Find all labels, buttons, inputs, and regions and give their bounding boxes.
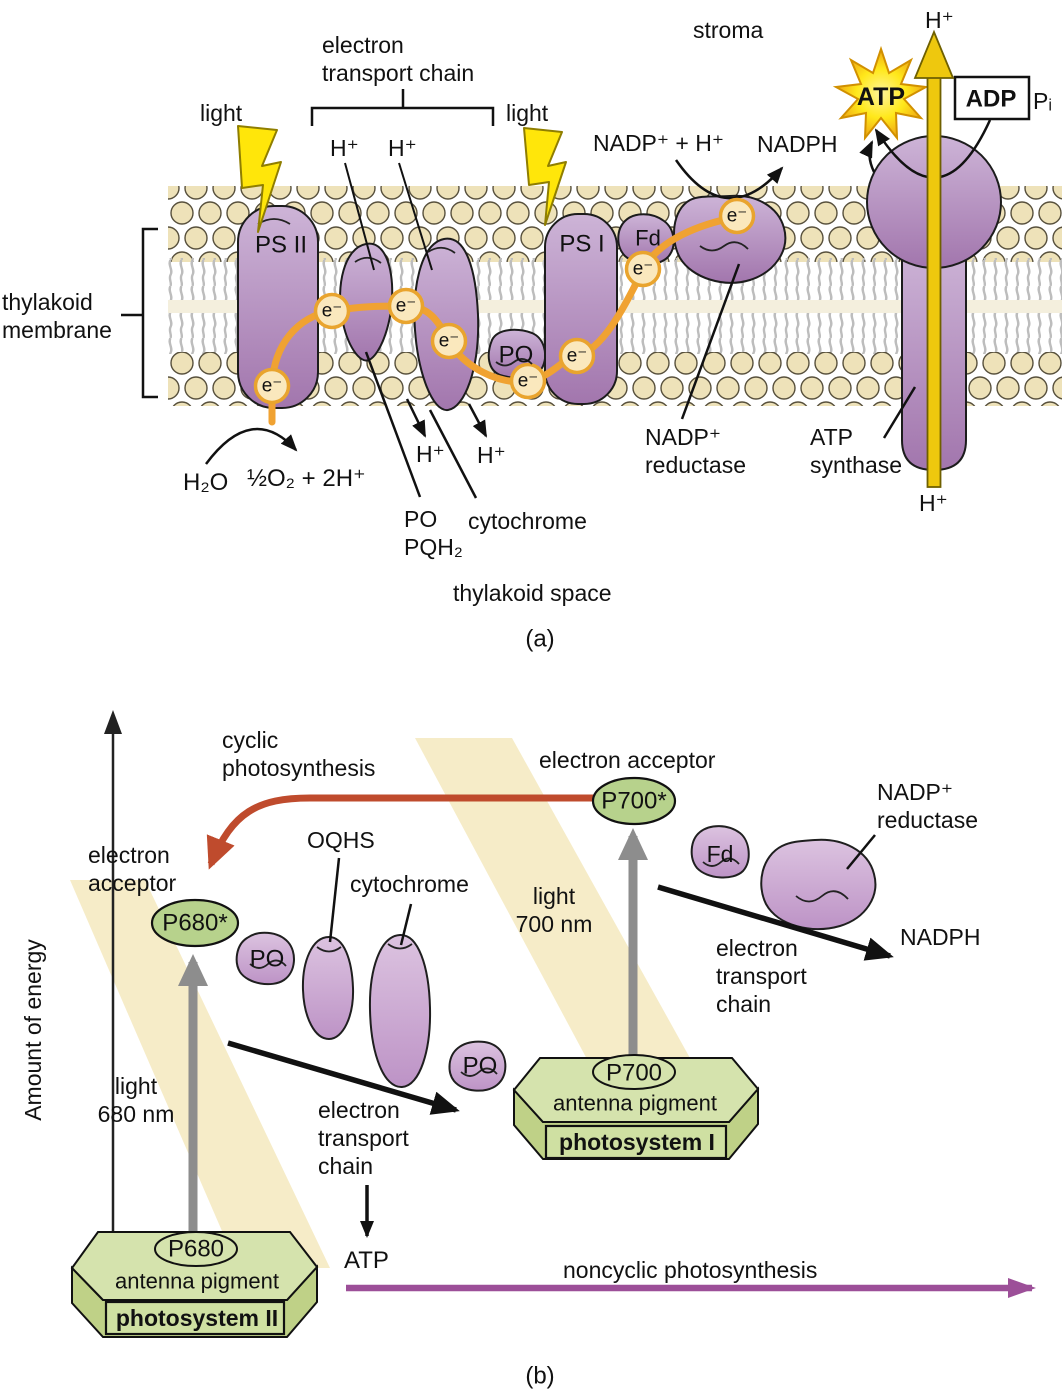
label-atp-synthase: ATP synthase [810,424,903,479]
lightning-bolt-left [237,125,282,233]
caption-b: (b) [525,1362,555,1390]
electron-7: e⁻ [632,258,654,280]
label-oqhs: OQHS [307,827,375,853]
proton-arrow-1 [405,398,427,438]
label-hplus-4: H⁺ [477,442,506,468]
label-p680-star: P680* [162,909,228,937]
caption-a: (a) [525,625,555,653]
label-atp-star: ATP [856,82,906,111]
label-nadp-reductase-a: NADP⁺ reductase [645,424,747,479]
nadph-arrow [674,159,784,200]
label-thylakoid-membrane: thylakoid membrane [2,289,112,344]
photosystem-2-prism [70,1231,319,1338]
lightning-bolt-right [523,127,567,226]
label-atp-b: ATP [344,1247,389,1274]
atp-starburst [832,45,930,142]
photosystem-1-prism [512,1054,760,1160]
hplus-pointer-1 [344,162,375,271]
etc-arrow-left [227,1040,460,1115]
label-antenna-pigment-2: antenna pigment [115,1268,279,1294]
label-stroma: stroma [693,17,764,43]
carrier-cytochrome [368,933,432,1089]
electron-path [253,197,756,426]
label-light-700: light 700 nm [515,882,593,937]
label-oxygen: ½O₂ + 2H⁺ [247,465,366,492]
label-etc-bracket: electron transport chain [322,32,475,87]
carrier-po-2 [448,1040,507,1092]
label-photosystem-2: photosystem II [115,1304,279,1331]
node-p680-star [150,898,240,948]
label-po-pqh2: PO PQH₂ [404,506,463,561]
label-nadph-b: NADPH [900,924,981,950]
label-fd-a: Fd [635,225,661,251]
electron-4: e⁻ [438,330,460,352]
label-cyclic: cyclic photosynthesis [222,727,376,782]
label-po-a: PO [498,341,534,369]
label-p700: P700 [605,1059,663,1087]
label-ps1: PS I [559,230,605,258]
label-hplus-stroma: H⁺ [925,7,954,33]
label-electron-acceptor-left: electron acceptor [88,842,177,897]
etc-bracket [310,89,495,126]
label-pi: Pᵢ [1033,88,1052,114]
proton-channel-arrow [913,29,955,488]
reductase-b-pointer [846,834,876,870]
cytochrome-b-pointer [399,903,413,946]
adp-box [953,75,1031,121]
label-p680: P680 [167,1235,225,1263]
label-nadp-plus-h: NADP⁺ + H⁺ [593,130,725,156]
electron-1: e⁻ [261,375,283,397]
label-photosystem-1: photosystem I [559,1128,715,1155]
label-noncyclic: noncyclic photosynthesis [563,1257,818,1283]
nadp-reductase-pointer [680,263,741,420]
cyclic-arrow [206,794,594,870]
label-etc-left: electron transport chain [318,1097,409,1180]
oqhs-pointer [328,857,341,943]
label-hplus-bottom: H⁺ [919,490,948,516]
carrier-nadp-reductase [760,838,877,930]
hplus-pointer-2 [398,162,433,271]
proton-arrow-2 [467,403,488,438]
label-po-b1: PO [249,945,285,973]
label-po-b2: PO [462,1052,498,1080]
thylakoid-membrane-bracket [121,227,158,399]
electron-6: e⁻ [566,345,588,367]
po-pqh2-pointer [364,351,422,498]
label-water: H₂O [183,469,229,496]
label-electron-acceptor-right: electron acceptor [539,747,716,773]
protein-nadp-reductase [673,194,787,284]
etc-arrow-right [657,884,894,961]
electron-8: e⁻ [726,205,748,227]
label-hplus-2: H⁺ [388,135,417,161]
label-hplus-3: H⁺ [416,441,445,467]
label-fd-b: Fd [706,840,734,867]
electron-5: e⁻ [517,370,539,392]
label-light-680: light 680 nm [97,1072,175,1127]
water-split-arrow [204,427,298,465]
label-adp: ADP [965,85,1017,113]
carrier-oqhs [301,935,355,1041]
node-p700-star [591,776,677,826]
label-cytochrome-a: cytochrome [468,508,587,534]
label-light-left: light [200,100,243,126]
label-hplus-1: H⁺ [330,135,359,161]
atp-synthase-pointer [882,386,917,439]
label-ps2: PS II [254,231,308,259]
label-nadph-a: NADPH [757,131,838,157]
label-nadp-reductase-b: NADP⁺ reductase [877,779,979,834]
atp-arrow [859,140,876,173]
carrier-po-1 [235,931,295,986]
label-light-right: light [506,100,549,126]
cytochrome-pointer [428,409,478,499]
label-thylakoid-space: thylakoid space [453,580,612,606]
label-cytochrome-b: cytochrome [350,871,469,897]
label-etc-right: electron transport chain [716,935,807,1018]
label-y-axis: Amount of energy [19,939,46,1121]
electron-2: e⁻ [321,300,343,322]
label-antenna-pigment-1: antenna pigment [553,1090,717,1116]
electron-3: e⁻ [395,295,417,317]
label-p700-star: P700* [601,787,667,815]
